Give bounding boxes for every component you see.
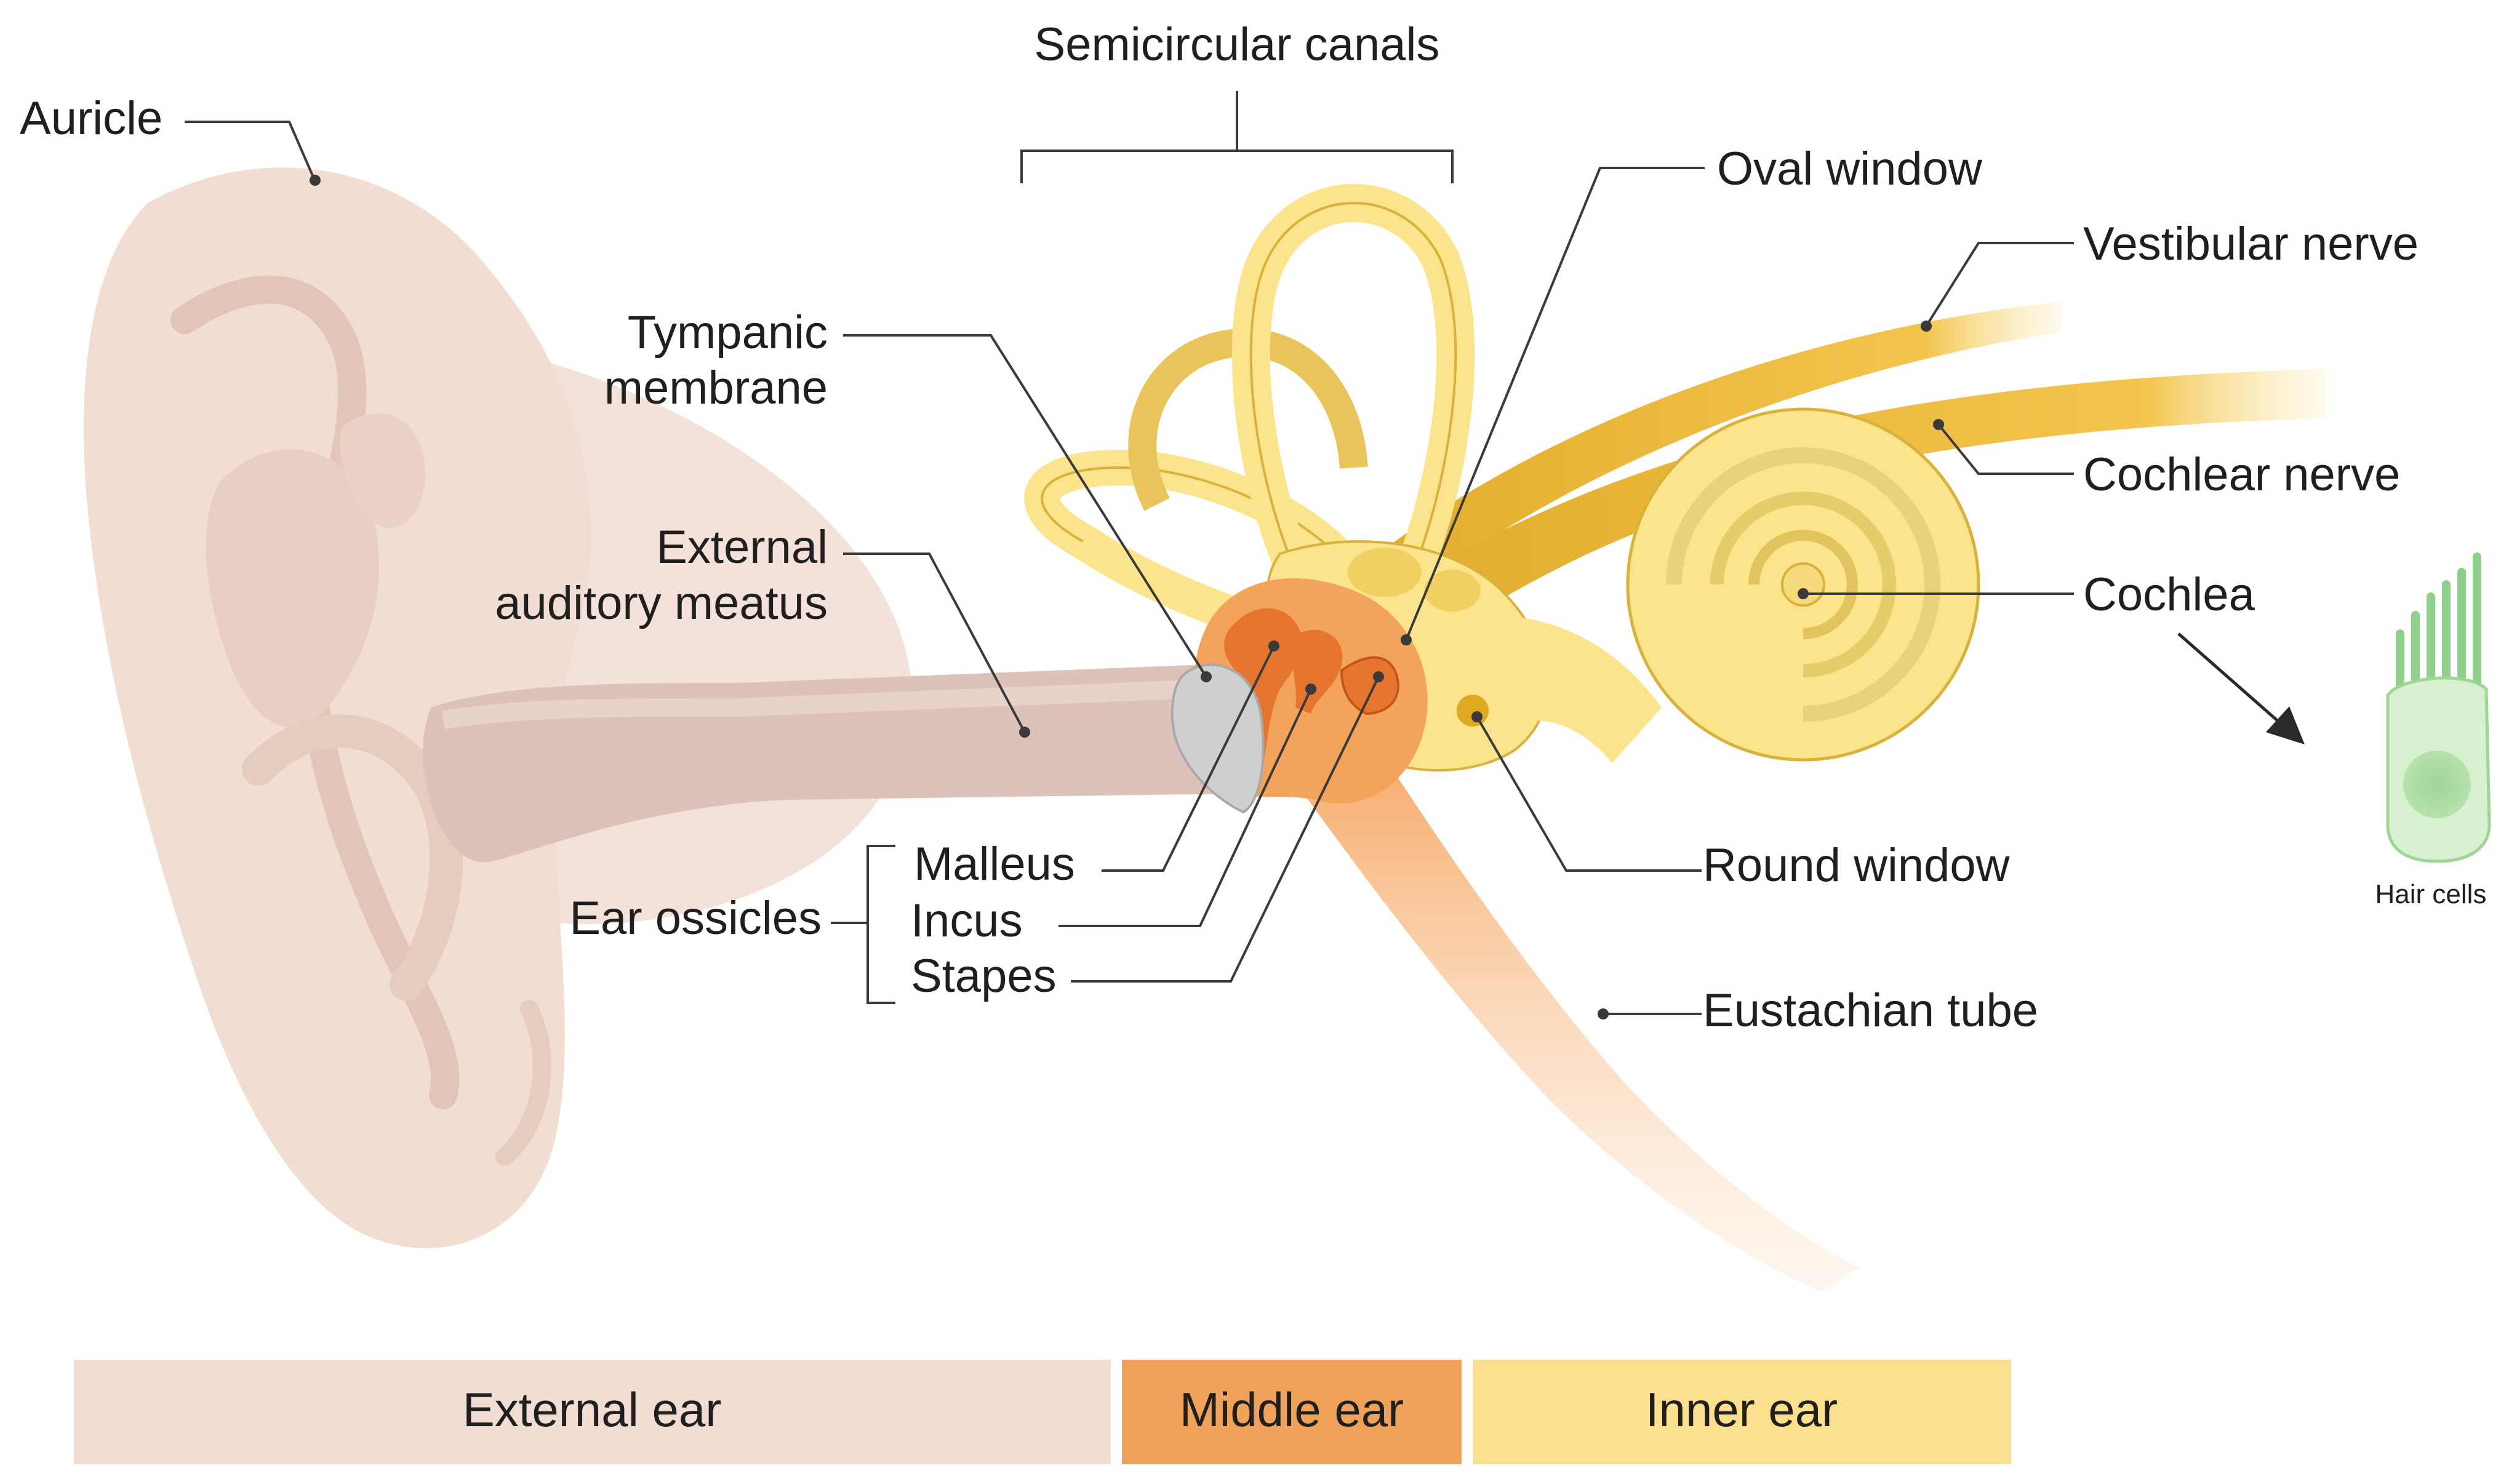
label-stapes: Stapes — [911, 950, 1057, 1002]
ear-canal-shape — [423, 664, 1237, 863]
region-legend: External ear Middle ear Inner ear — [74, 1360, 2011, 1464]
region-band-external-ear — [74, 1360, 1111, 1464]
label-auricle: Auricle — [20, 92, 162, 145]
label-tympanic-membrane-line1: Tympanic — [628, 306, 828, 359]
label-round-window: Round window — [1703, 839, 2011, 892]
label-semicircular-canals: Semicircular canals — [1034, 18, 1440, 71]
label-vestibular-nerve: Vestibular nerve — [2083, 218, 2419, 270]
hair-cell-illustration — [2386, 553, 2491, 863]
region-band-middle-ear — [1122, 1360, 1462, 1464]
leader-lines — [185, 91, 2074, 1019]
region-band-inner-ear — [1473, 1360, 2011, 1464]
label-incus: Incus — [911, 895, 1023, 947]
region-label-inner-ear: Inner ear — [1646, 1382, 1838, 1437]
label-cochlear-nerve: Cochlear nerve — [2083, 449, 2400, 501]
label-eustachian-tube: Eustachian tube — [1703, 984, 2038, 1037]
region-label-middle-ear: Middle ear — [1180, 1382, 1404, 1437]
label-external-auditory-meatus-line1: External — [656, 521, 828, 573]
label-hair-cells: Hair cells — [2375, 879, 2487, 909]
label-tympanic-membrane-line2: membrane — [604, 362, 828, 414]
label-ear-ossicles: Ear ossicles — [569, 892, 822, 944]
arrow-icon — [2177, 632, 2305, 744]
inner-ear-shape — [1024, 184, 2326, 772]
label-oval-window: Oval window — [1717, 143, 1983, 195]
region-label-external-ear: External ear — [463, 1382, 722, 1437]
label-external-auditory-meatus-line2: auditory meatus — [495, 577, 828, 629]
label-cochlea: Cochlea — [2083, 568, 2255, 621]
label-malleus: Malleus — [914, 838, 1075, 890]
